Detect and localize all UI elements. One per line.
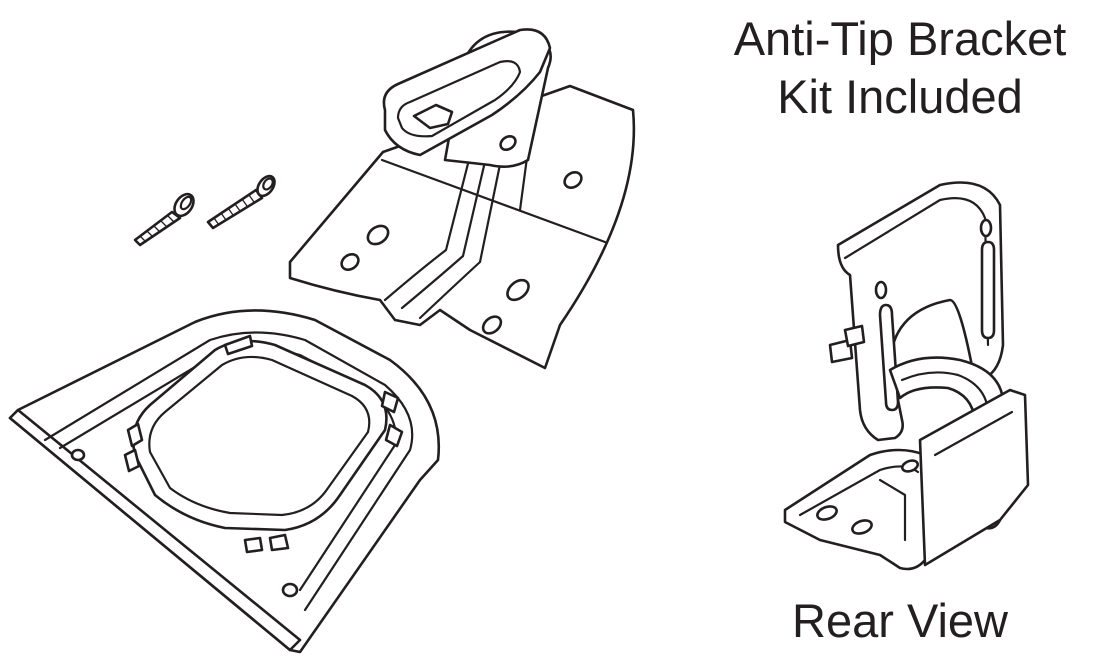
kit-heading: Anti-Tip Bracket Kit Included <box>700 10 1093 126</box>
kit-heading-line-1: Anti-Tip Bracket <box>733 12 1067 65</box>
rear-view-caption: Rear View <box>792 594 1008 647</box>
wall-bracket <box>288 28 636 370</box>
rear-view-bracket <box>783 181 1030 571</box>
screw-right <box>206 174 276 230</box>
kit-heading-line-2: Kit Included <box>777 70 1023 123</box>
furniture-bracket-tray <box>8 309 441 654</box>
screw-left <box>133 192 195 247</box>
